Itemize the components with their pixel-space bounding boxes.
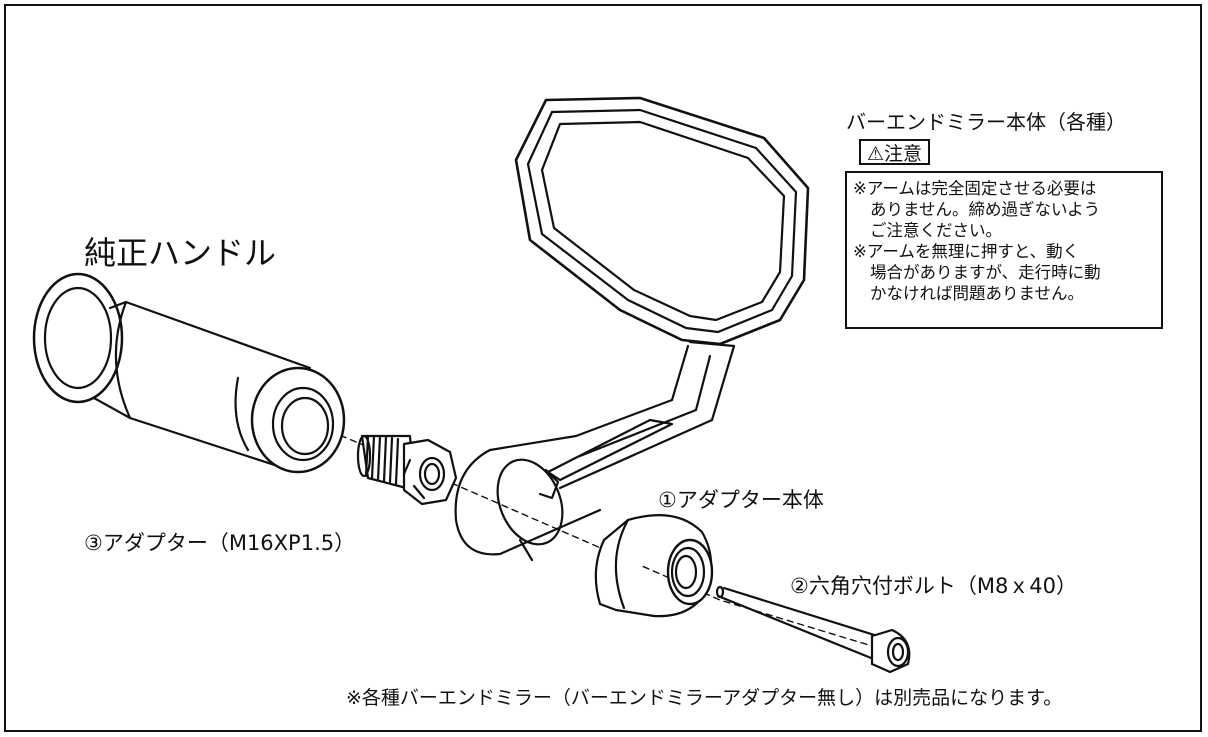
adapter-m16: [356, 434, 458, 506]
mirror-arm: [454, 340, 736, 562]
caution-note-1-line-1: ※アームは完全固定させる必要は: [853, 179, 1097, 198]
diagram-frame: [4, 4, 1202, 732]
caution-note-1-line-2: ありません。締め過ぎないよう: [870, 200, 1101, 219]
footnote: ※各種バーエンドミラー（バーエンドミラーアダプター無し）は別売品になります。: [346, 687, 1063, 709]
stock-handle-label: 純正ハンドル: [84, 234, 277, 272]
caution-note-2-line-2: 場合がありますが、走行時に動: [870, 263, 1101, 282]
mirror-head: [514, 96, 810, 346]
mirror-body-label: バーエンドミラー本体（各種）: [846, 110, 1126, 134]
caution-badge: ⚠注意: [859, 139, 931, 165]
adapter-body: [594, 514, 714, 618]
hex-bolt-label: ②六角穴付ボルト（M8ｘ40）: [790, 574, 1078, 598]
caution-box: ※アームは完全固定させる必要は ありません。締め過ぎないよう ご注意ください。 …: [845, 171, 1163, 329]
caution-note-2-line-3: かなければ問題ありません。: [870, 284, 1085, 303]
adapter-m16-label: ③アダプター（M16XP1.5）: [84, 531, 356, 555]
caution-note-1-line-3: ご注意ください。: [870, 221, 1002, 240]
stock-handle: [32, 272, 346, 474]
adapter-body-label: ①アダプター本体: [658, 488, 824, 512]
caution-note-2-line-1: ※アームを無理に押すと、動く: [853, 242, 1080, 261]
hex-socket-bolt: [715, 585, 911, 674]
